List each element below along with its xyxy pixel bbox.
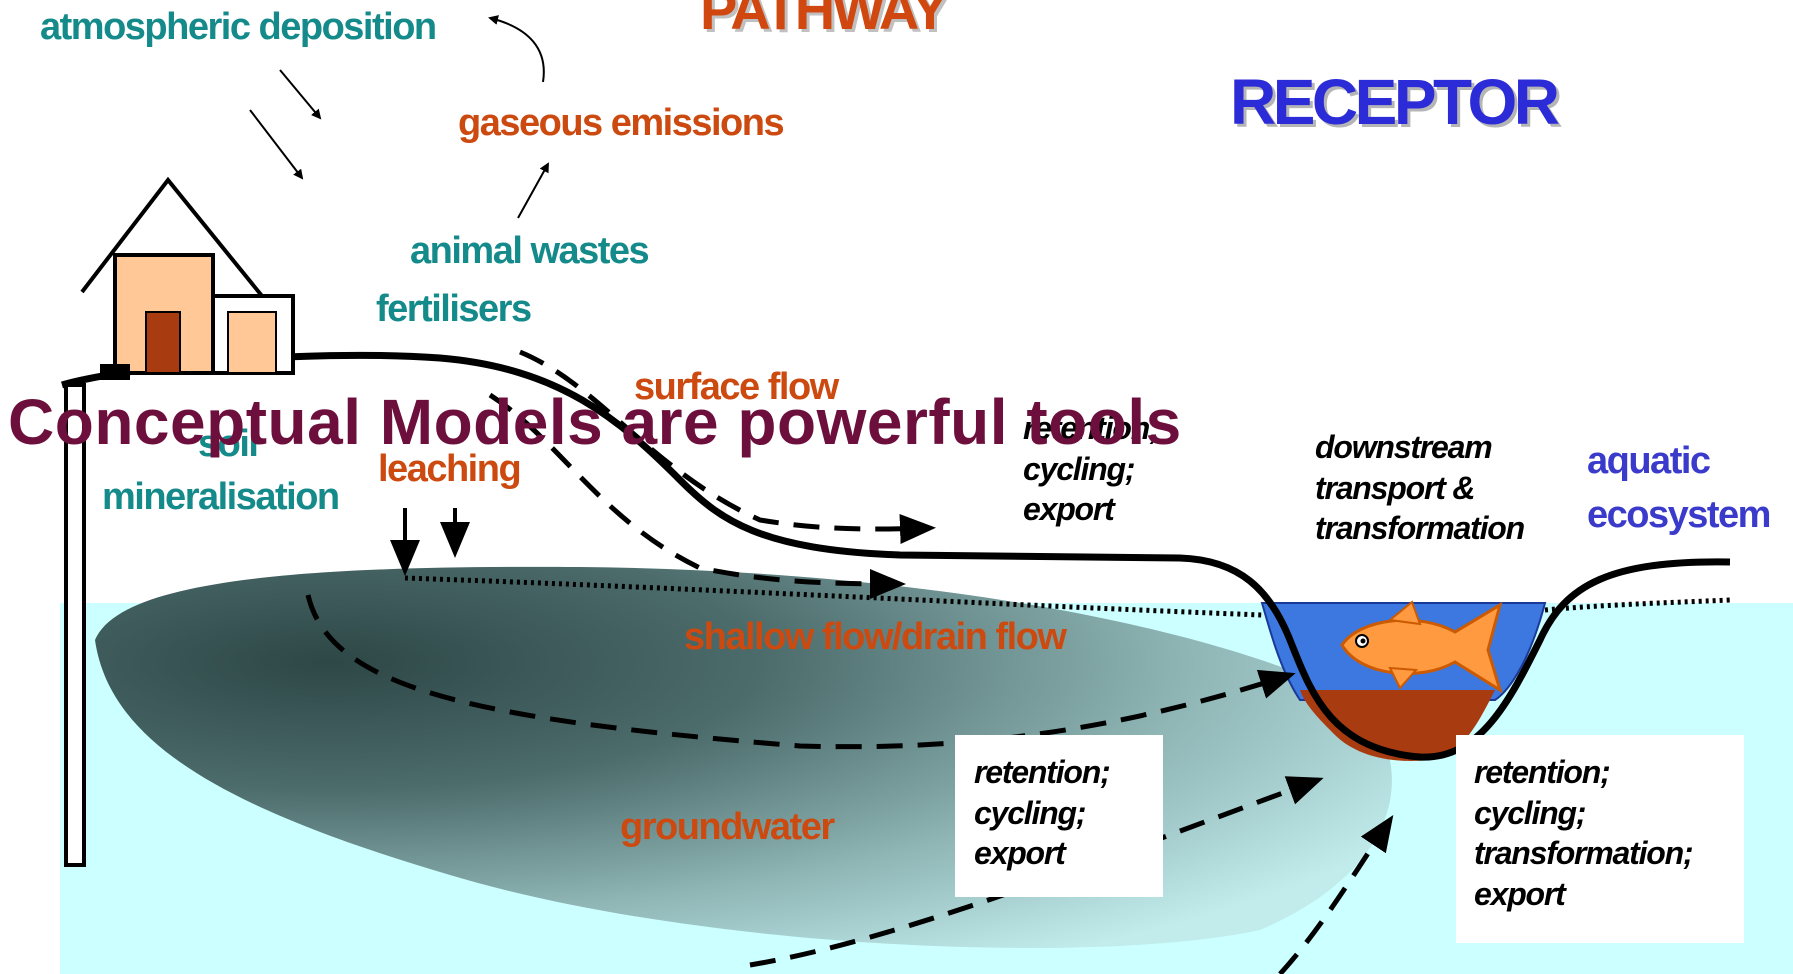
- deposition-arrow-1: [279, 69, 322, 120]
- downstream-note: downstream transport & transformation: [1315, 427, 1525, 549]
- upper-retention-note: retention; cycling; export: [1023, 408, 1160, 530]
- receptor-retention-note: retention; cycling; transformation; expo…: [1474, 752, 1694, 915]
- downstream-line-2: transport &: [1315, 469, 1475, 506]
- deposition-arrow-2: [249, 109, 304, 180]
- receptor-retention-box: [1456, 735, 1744, 943]
- soil-label: soil: [198, 423, 259, 465]
- emission-arrow-up: [517, 162, 549, 219]
- receptor-retention-line-1: retention;: [1474, 754, 1611, 790]
- lower-retention-line-2: cycling;: [974, 794, 1087, 831]
- gaseous-emissions-label: gaseous emissions: [458, 102, 785, 144]
- well-casing: [64, 383, 86, 867]
- receptor-title: RECEPTOR: [1230, 66, 1560, 138]
- upper-retention-line-3: export: [1023, 491, 1115, 528]
- mineralisation-label: mineralisation: [102, 476, 340, 518]
- emission-arrow-curve: [488, 15, 545, 83]
- lower-retention-line-3: export: [974, 835, 1066, 872]
- receptor-retention-line-2: cycling;: [1474, 794, 1587, 831]
- surface-flow-label: surface flow: [634, 366, 839, 408]
- aquatic-label: aquatic: [1587, 440, 1711, 482]
- pathway-title: PATHWAY: [700, 0, 949, 41]
- groundwater-flow-path-3: [1278, 815, 1394, 974]
- fish-icon: [1340, 600, 1503, 694]
- lake-sediment: [1300, 690, 1495, 761]
- receptor-retention-line-3: transformation;: [1474, 835, 1694, 872]
- overlay-title: Conceptual Models are powerful tools: [8, 386, 1182, 458]
- lower-retention-line-1: retention;: [974, 754, 1111, 790]
- lower-retention-note: retention; cycling; export: [974, 752, 1111, 874]
- house-icon: [80, 176, 295, 380]
- lower-retention-box: [955, 735, 1163, 897]
- land-surface-line: [61, 351, 1731, 761]
- upper-retention-line-2: cycling;: [1023, 450, 1136, 487]
- groundwater-flow-path-1: [305, 594, 1296, 750]
- water-table-line: [404, 575, 1731, 618]
- downstream-line-3: transformation: [1315, 510, 1525, 547]
- atmospheric-deposition-label: atmospheric deposition: [40, 6, 437, 48]
- ecosystem-label: ecosystem: [1587, 494, 1771, 536]
- receptor-retention-line-4: export: [1474, 875, 1566, 912]
- fertilisers-label: fertilisers: [376, 288, 532, 330]
- leaching-label: leaching: [378, 448, 522, 490]
- upper-retention-line-1: retention;: [1023, 410, 1160, 446]
- downstream-line-1: downstream: [1315, 429, 1493, 465]
- groundwater-label: groundwater: [620, 806, 835, 848]
- shallow-flow-label: shallow flow/drain flow: [684, 616, 1067, 658]
- animal-wastes-label: animal wastes: [410, 230, 650, 272]
